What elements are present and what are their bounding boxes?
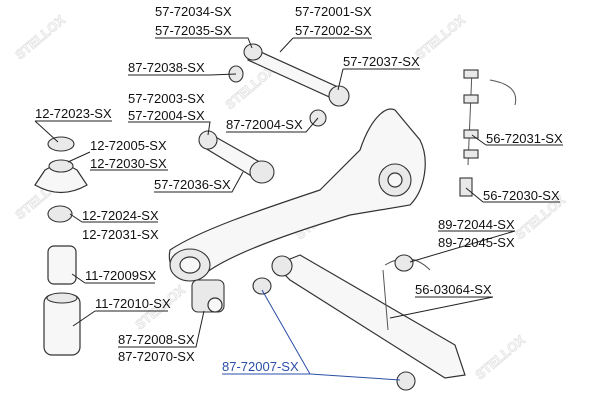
highlighted-part-label: 87-72007-SX xyxy=(222,359,299,374)
part-label: 56-03064-SX xyxy=(415,282,492,297)
part-label: 11-72010-SX xyxy=(95,296,171,311)
part-label: 56-72031-SX xyxy=(486,131,563,146)
stabilizer-link xyxy=(459,69,517,197)
part-label: 87-72004-SX xyxy=(226,117,303,132)
part-labels: 57-72034-SX 57-72035-SX 57-72001-SX 57-7… xyxy=(35,4,563,374)
part-label: 12-72005-SX xyxy=(90,138,167,153)
part-label: 87-72070-SX xyxy=(118,349,195,364)
part-label: 57-72001-SX xyxy=(295,4,372,19)
part-label: 57-72003-SX xyxy=(128,91,205,106)
trailing-arm xyxy=(168,108,426,282)
watermark: STELLOX xyxy=(472,332,528,382)
part-label: 57-72037-SX xyxy=(343,54,420,69)
lateral-link xyxy=(198,130,275,184)
part-label: 57-72002-SX xyxy=(295,23,372,38)
watermark: STELLOX xyxy=(12,12,68,62)
part-label: 12-72031-SX xyxy=(82,227,159,242)
leader-lines xyxy=(34,37,563,381)
upper-link xyxy=(228,43,350,127)
part-label: 56-72030-SX xyxy=(483,188,560,203)
part-label: 57-72034-SX xyxy=(155,4,232,19)
part-label: 89-72044-SX xyxy=(438,217,515,232)
part-label: 87-72038-SX xyxy=(128,60,205,75)
part-label: 89-72045-SX xyxy=(438,235,515,250)
lower-arm xyxy=(252,254,466,391)
part-label: 57-72035-SX xyxy=(155,23,232,38)
part-label: 12-72030-SX xyxy=(90,156,167,171)
part-label: 57-72036-SX xyxy=(154,177,231,192)
part-label: 87-72008-SX xyxy=(118,332,195,347)
watermark: STELLOX xyxy=(412,12,468,62)
part-label: 12-72023-SX xyxy=(35,106,112,121)
part-label: 12-72024-SX xyxy=(82,208,159,223)
part-label: 57-72004-SX xyxy=(128,108,205,123)
part-label: 11-72009SX xyxy=(85,268,157,283)
strut-mount-parts xyxy=(34,136,225,356)
